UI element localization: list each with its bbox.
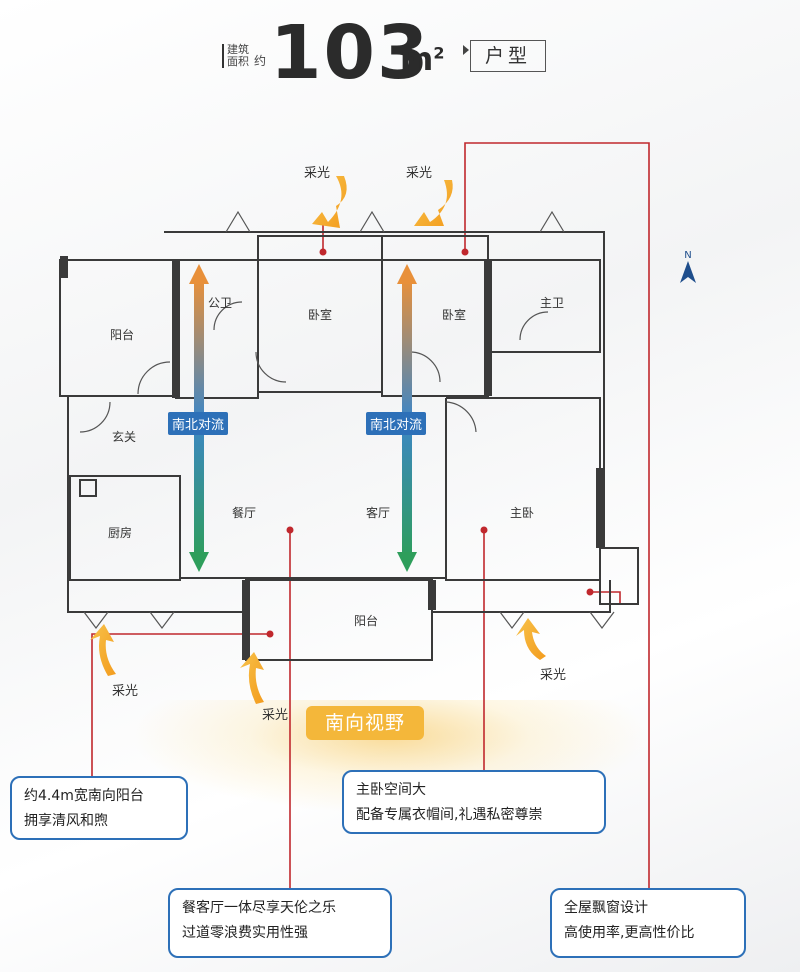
flow-arrow-left-up	[189, 264, 209, 284]
light-label-bottom-middle: 采光	[262, 708, 289, 723]
callout-balcony-line2: 拥享清风和煦	[24, 813, 108, 829]
door-public-bath	[213, 301, 243, 331]
door-west-balcony	[137, 361, 171, 395]
sun-arrow-top-right	[414, 180, 453, 226]
column-2	[172, 260, 180, 398]
dot-balcony	[266, 630, 274, 638]
light-label-top-right: 采光	[406, 166, 433, 181]
walls	[59, 231, 639, 661]
unit-type-tag: 户型	[463, 40, 546, 72]
dot-living	[286, 526, 294, 534]
wall-kitchen-fridge	[79, 479, 97, 497]
light-label-bottom-right: 采光	[540, 668, 567, 683]
callout-living: 餐客厅一体尽享天伦之乐 过道零浪费实用性强	[168, 888, 392, 958]
compass-letter: N	[684, 250, 692, 261]
flow-label-right: 南北对流	[366, 412, 427, 435]
door-bedroom2	[255, 351, 287, 383]
light-label-top-left: 采光	[304, 166, 331, 181]
flow-label-left: 南北对流	[168, 412, 229, 435]
window-bot-3	[499, 611, 525, 629]
area-tag: 建筑面积	[222, 44, 255, 68]
callout-balcony-line1: 约4.4m宽南向阳台	[24, 788, 144, 804]
room-label-dining: 餐厅	[232, 506, 257, 520]
north-arrow-icon	[680, 261, 696, 283]
wall-kitchen	[69, 475, 181, 581]
window-bot-2	[149, 611, 175, 629]
wall-north-row	[164, 231, 605, 548]
window-top-2	[359, 210, 385, 233]
sun-arrow-top-left	[312, 176, 347, 228]
door-bedroom3	[409, 351, 441, 383]
sun-arrow-bottom-left	[90, 624, 116, 676]
wall-master-bed	[445, 397, 601, 581]
room-label-master-bedroom: 主卧	[510, 506, 535, 520]
callout-dots	[266, 248, 594, 638]
south-view-badge: 南向视野	[306, 706, 424, 740]
flow-arrow-right-up	[397, 264, 417, 284]
callout-lines	[91, 142, 650, 890]
door-master-bath	[519, 311, 549, 341]
column-5	[242, 580, 250, 660]
area-prefix: 约	[254, 54, 267, 68]
dot-bay	[586, 588, 594, 596]
room-label-public-bath: 公卫	[208, 296, 233, 310]
window-bot-1	[83, 611, 109, 629]
wall-south-east	[432, 580, 611, 613]
room-label-bedroom-3: 卧室	[442, 308, 467, 322]
wall-public-bath	[175, 259, 259, 399]
callout-living-line2: 过道零浪费实用性强	[182, 925, 308, 941]
callout-balcony: 约4.4m宽南向阳台 拥享清风和煦	[10, 776, 188, 840]
compass: N	[680, 250, 696, 287]
callout-window-line1: 全屋飘窗设计	[564, 900, 648, 916]
wall-west-outer	[60, 395, 246, 613]
callout-living-line1: 餐客厅一体尽享天伦之乐	[182, 900, 336, 916]
dot-bedroom3	[461, 248, 469, 256]
dot-bedroom2	[319, 248, 327, 256]
column-3	[484, 260, 492, 396]
sun-arrow-bottom-mid	[240, 652, 264, 704]
room-label-balcony-south: 阳台	[354, 614, 379, 628]
area-unit: m2	[400, 40, 444, 78]
area-number: 103	[270, 10, 431, 96]
room-label-kitchen: 厨房	[108, 526, 133, 540]
room-label-bedroom-2: 卧室	[308, 308, 333, 322]
dot-master	[480, 526, 488, 534]
callout-window-line2: 高使用率,更高性价比	[564, 925, 695, 941]
room-label-master-bath: 主卫	[540, 296, 565, 310]
area-unit-base: m	[400, 40, 434, 78]
window-top-3	[539, 210, 565, 233]
light-label-bottom-left: 采光	[112, 684, 139, 699]
area-unit-sup: 2	[433, 43, 445, 63]
room-label-balcony-west: 阳台	[110, 328, 135, 342]
callout-line-window	[464, 142, 650, 890]
room-label-living: 客厅	[366, 506, 391, 520]
column-4	[596, 468, 604, 548]
sun-arrow-bottom-right	[516, 618, 546, 660]
header: 建筑面积 约 103 m2 户型	[0, 0, 800, 96]
wall-south-balcony	[245, 579, 433, 661]
flow-arrow-right-down	[397, 552, 417, 572]
column-6	[428, 580, 436, 610]
column-1	[60, 256, 68, 278]
callout-line-bay	[590, 591, 621, 603]
sun-arrows	[90, 176, 546, 704]
callout-line-balcony	[91, 633, 270, 780]
thick-walls	[60, 256, 604, 660]
flow-arrow-left-down	[189, 552, 209, 572]
window-bot-4	[589, 611, 615, 629]
callout-master-line2: 配备专属衣帽间,礼遇私密尊崇	[356, 807, 543, 823]
door-foyer	[79, 401, 111, 433]
callout-master: 主卧空间大 配备专属衣帽间,礼遇私密尊崇	[342, 770, 606, 834]
door-swings	[79, 210, 615, 629]
wall-bay-window	[599, 547, 639, 605]
room-label-foyer: 玄关	[112, 430, 137, 444]
window-top-1	[225, 210, 251, 233]
door-master	[445, 401, 477, 433]
callout-window: 全屋飘窗设计 高使用率,更高性价比	[550, 888, 746, 958]
callout-master-line1: 主卧空间大	[356, 782, 426, 798]
